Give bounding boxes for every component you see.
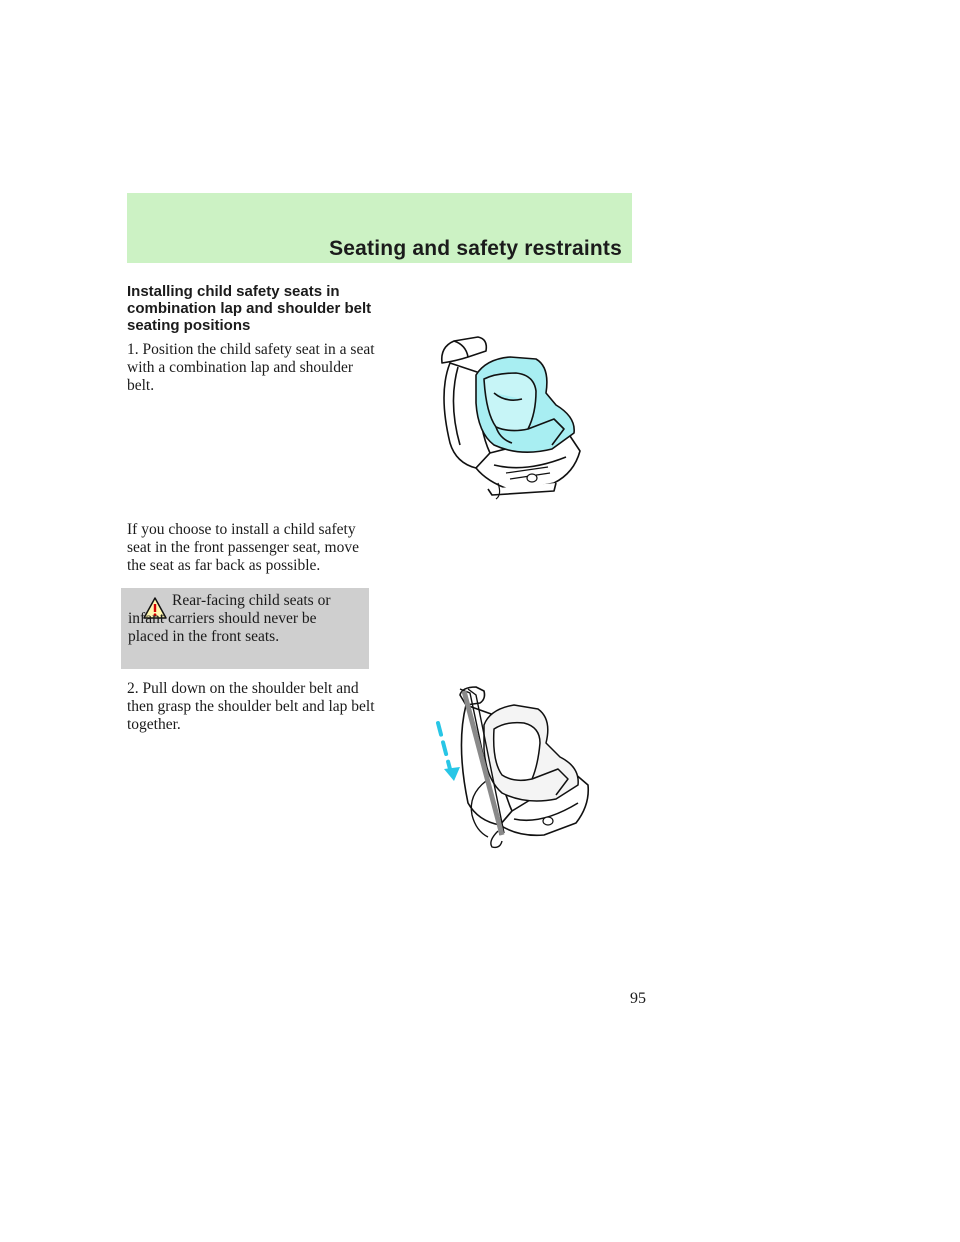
page-number: 95: [630, 990, 646, 1007]
section-title: Seating and safety restraints: [329, 237, 622, 260]
section-header-band: Seating and safety restraints: [127, 193, 632, 263]
shoulder-belt-illustration: [436, 686, 590, 849]
warning-text: Rear-facing child seats or infant carrie…: [128, 592, 331, 645]
warning-triangle-icon: [143, 597, 167, 619]
section-heading: Installing child safety seats in combina…: [127, 283, 372, 334]
front-seat-paragraph: If you choose to install a child safety …: [127, 521, 359, 574]
step-1-text: 1. Position the child safety seat in a s…: [127, 341, 375, 394]
step-2-text: 2. Pull down on the shoulder belt and th…: [127, 680, 375, 733]
warning-box: Rear-facing child seats or infant carrie…: [121, 588, 369, 669]
child-seat-illustration: [440, 336, 581, 500]
